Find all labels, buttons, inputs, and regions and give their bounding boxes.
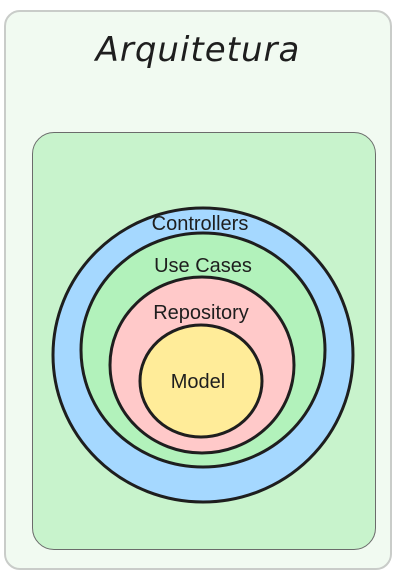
- controllers-label: Controllers: [152, 213, 249, 235]
- repository-label: Repository: [153, 302, 249, 324]
- model-circle: [138, 323, 264, 439]
- use-cases-label: Use Cases: [154, 255, 252, 277]
- diagram-title: Arquitetura: [95, 30, 301, 70]
- model-label: Model: [171, 371, 225, 393]
